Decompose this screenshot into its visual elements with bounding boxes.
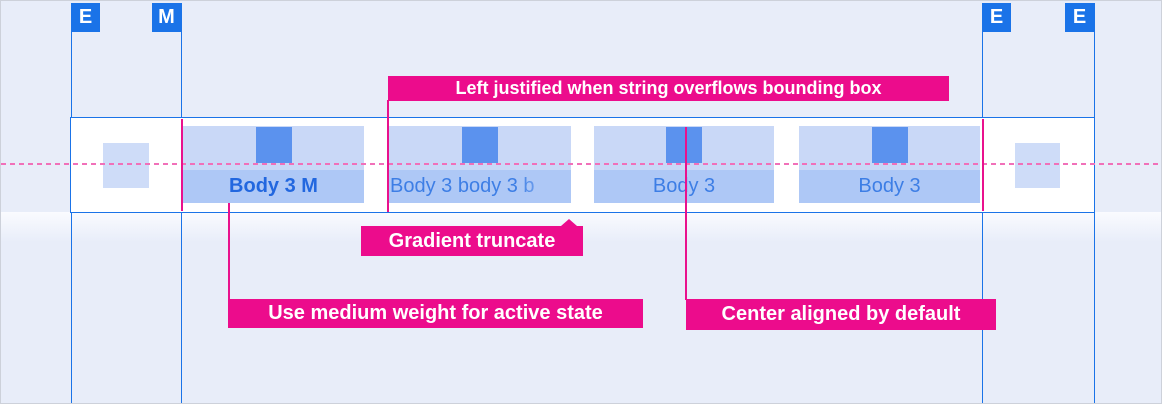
padding-square — [255, 127, 292, 163]
margin-marker-e-left: E — [71, 3, 100, 32]
annotation-center-aligned: Center aligned by default — [686, 299, 996, 330]
tab-item-overflow[interactable]: Body 3 body 3 b — [389, 126, 571, 203]
tab-bounding-box — [799, 126, 980, 170]
baseline-dashed-line — [1, 163, 1161, 165]
tab-bounding-box — [183, 126, 364, 170]
padding-square — [666, 127, 702, 163]
tab-label-truncated: Body 3 body 3 b — [389, 170, 571, 203]
tab-item-active[interactable]: Body 3 M — [183, 126, 364, 203]
arrow-up-icon — [561, 219, 577, 226]
annotation-gradient-truncate: Gradient truncate — [361, 219, 583, 256]
spacer-square-left — [103, 143, 149, 188]
annotation-line-center-aligned — [685, 127, 687, 300]
measure-line-left-margin — [181, 119, 183, 211]
tab-label: Body 3 — [799, 170, 980, 203]
tab-bounding-box — [389, 126, 571, 170]
tab-item[interactable]: Body 3 — [799, 126, 980, 203]
tab-label: Body 3 — [594, 170, 774, 203]
measure-line-right-margin — [982, 119, 984, 211]
annotation-line-left-justified — [387, 100, 389, 212]
margin-marker-m: M — [152, 3, 181, 32]
tab-bounding-box — [594, 126, 774, 170]
annotation-left-justified: Left justified when string overflows bou… — [388, 76, 949, 101]
tab-item[interactable]: Body 3 — [594, 126, 774, 203]
annotation-gradient-truncate-label: Gradient truncate — [388, 230, 556, 252]
tab-label: Body 3 M — [183, 170, 364, 203]
padding-square — [871, 127, 908, 163]
annotation-medium-weight: Use medium weight for active state — [228, 299, 643, 328]
padding-square — [462, 127, 498, 163]
margin-marker-e-outer-right: E — [1065, 3, 1094, 32]
margin-marker-e-inner-right: E — [982, 3, 1011, 32]
spacer-square-right — [1015, 143, 1060, 188]
annotation-line-medium-weight — [228, 203, 230, 300]
